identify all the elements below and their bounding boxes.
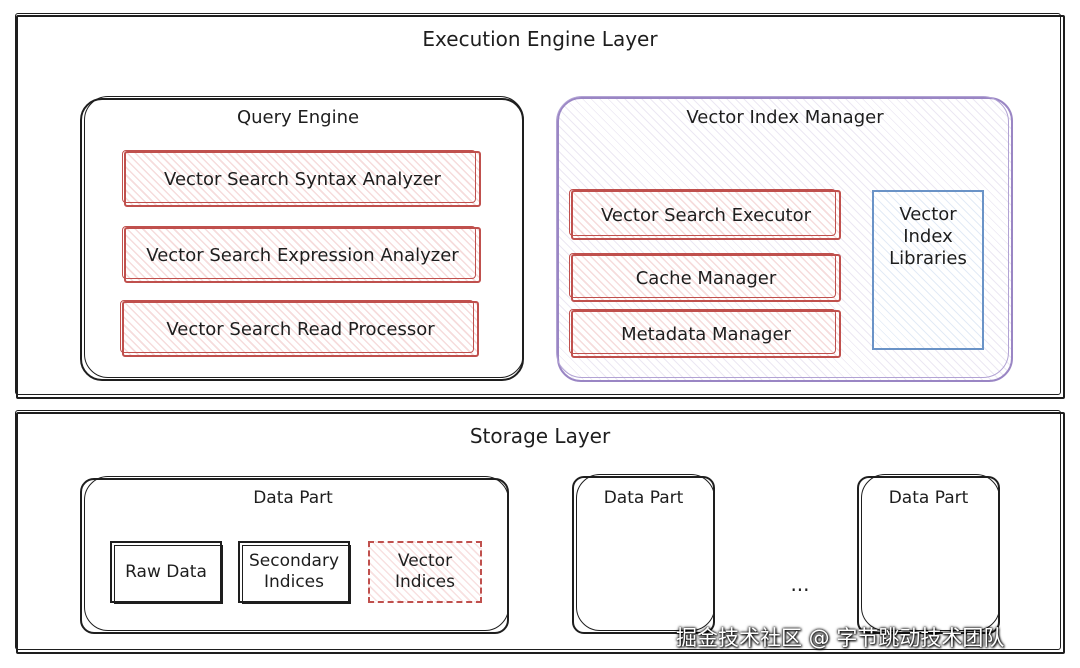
raw-data: Raw Data: [110, 541, 223, 604]
vector-search-expression-analyzer: Vector Search Expression Analyzer: [122, 226, 481, 283]
cache-manager: Cache Manager: [569, 253, 841, 302]
raw-data-label: Raw Data: [125, 561, 207, 582]
watermark: 掘金技术社区 @ 字节跳动技术团队: [676, 626, 1005, 650]
vector-index-manager-title: Vector Index Manager: [686, 107, 884, 128]
vector-indices: Vector Indices: [368, 541, 482, 603]
data-part-3-title: Data Part: [888, 488, 969, 508]
secondary-indices-label: Secondary Indices: [248, 551, 340, 592]
data-part-1-title: Data Part: [253, 488, 333, 508]
secondary-indices: Secondary Indices: [238, 541, 351, 604]
execution-engine-layer-title: Execution Engine Layer: [422, 27, 658, 51]
more-data-parts-ellipsis: ...: [790, 572, 810, 596]
vector-index-libraries-label: Vector Index Libraries: [889, 204, 967, 269]
vector-search-syntax-analyzer: Vector Search Syntax Analyzer: [122, 150, 481, 207]
vector-indices-label: Vector Indices: [395, 551, 455, 592]
query-engine-title: Query Engine: [236, 107, 360, 128]
storage-layer-title: Storage Layer: [469, 424, 611, 448]
metadata-manager: Metadata Manager: [569, 309, 841, 358]
vector-index-libraries: Vector Index Libraries: [872, 190, 984, 350]
vector-search-executor: Vector Search Executor: [569, 189, 841, 240]
data-part-2-title: Data Part: [603, 488, 684, 508]
vector-search-read-processor: Vector Search Read Processor: [120, 300, 479, 357]
